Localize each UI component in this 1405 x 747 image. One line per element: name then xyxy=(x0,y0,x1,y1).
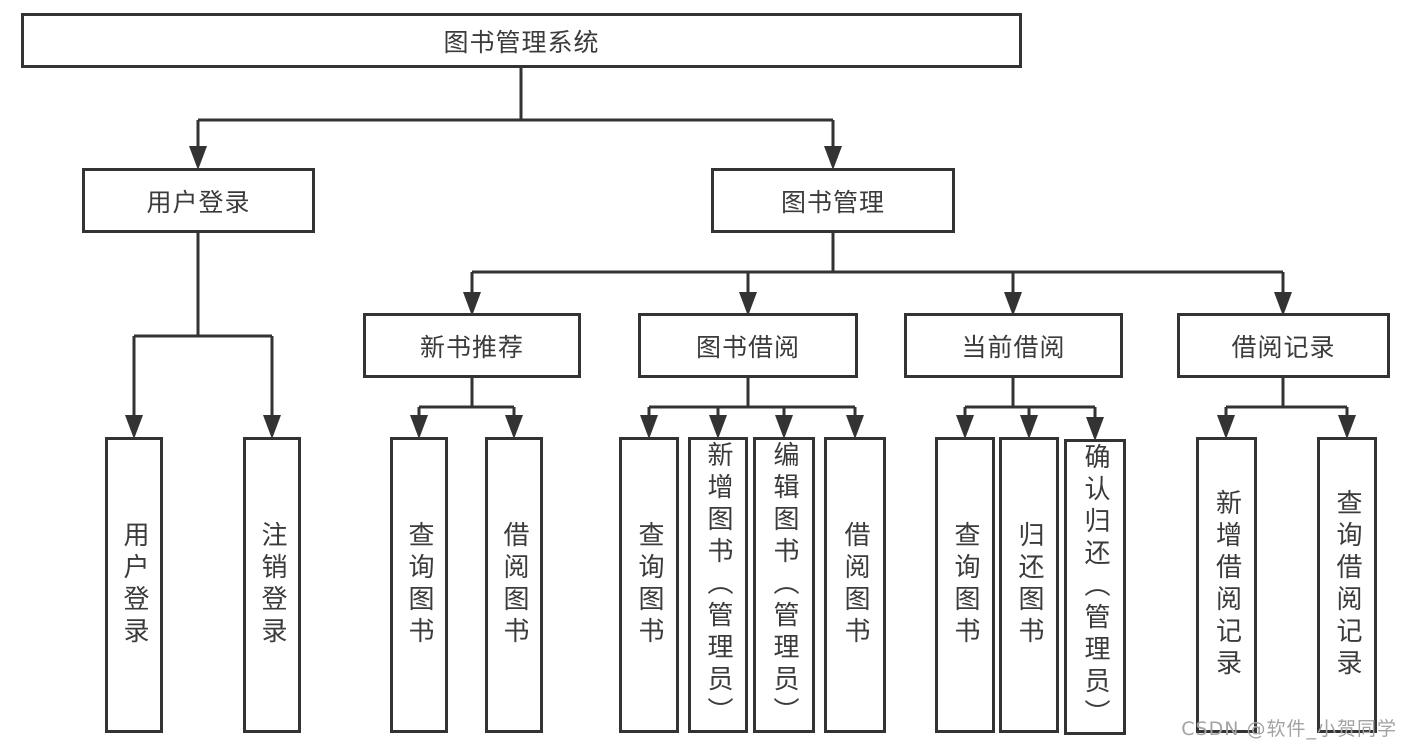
node-new-book-recommend-label: 新书推荐 xyxy=(419,332,524,362)
leaf-recommend-borrow-book: 借阅图书 xyxy=(485,437,543,733)
leaf-return-book-label: 归还图书 xyxy=(1014,521,1044,649)
leaf-edit-book-admin-label: 编辑图书（管理员） xyxy=(769,441,799,729)
csdn-watermark: CSDN @软件_小贺同学 xyxy=(1181,718,1397,740)
leaf-query-borrow-record-label: 查询借阅记录 xyxy=(1332,489,1362,681)
leaf-add-book-admin-label: 新增图书（管理员） xyxy=(703,441,733,729)
node-root: 图书管理系统 xyxy=(21,13,1022,68)
leaf-edit-book-admin: 编辑图书（管理员） xyxy=(753,437,815,733)
leaf-add-book-admin: 新增图书（管理员） xyxy=(688,437,748,733)
leaf-recommend-query-book: 查询图书 xyxy=(390,437,448,733)
node-new-book-recommend: 新书推荐 xyxy=(363,313,581,378)
leaf-recommend-query-book-label: 查询图书 xyxy=(404,521,434,649)
leaf-confirm-return-admin-label: 确认归还（管理员） xyxy=(1080,443,1110,731)
leaf-borrow-book-label: 借阅图书 xyxy=(840,521,870,649)
leaf-current-query-book-label: 查询图书 xyxy=(950,521,980,649)
node-user-login-label: 用户登录 xyxy=(146,187,251,217)
node-borrow-records: 借阅记录 xyxy=(1177,313,1390,378)
leaf-borrow-query-book: 查询图书 xyxy=(619,437,679,733)
leaf-add-borrow-record: 新增借阅记录 xyxy=(1196,437,1257,733)
leaf-current-query-book: 查询图书 xyxy=(935,437,995,733)
leaf-user-login-label: 用户登录 xyxy=(119,521,149,649)
node-current-borrow: 当前借阅 xyxy=(904,313,1123,378)
node-book-borrow: 图书借阅 xyxy=(638,313,858,378)
leaf-query-borrow-record: 查询借阅记录 xyxy=(1317,437,1377,733)
node-root-label: 图书管理系统 xyxy=(443,27,600,57)
leaf-add-borrow-record-label: 新增借阅记录 xyxy=(1211,489,1242,681)
leaf-borrow-book: 借阅图书 xyxy=(824,437,886,733)
leaf-borrow-query-book-label: 查询图书 xyxy=(634,521,664,649)
leaf-return-book: 归还图书 xyxy=(999,437,1059,733)
leaf-confirm-return-admin: 确认归还（管理员） xyxy=(1064,439,1126,735)
leaf-user-login: 用户登录 xyxy=(105,437,163,733)
node-borrow-records-label: 借阅记录 xyxy=(1231,332,1336,362)
node-book-borrow-label: 图书借阅 xyxy=(695,332,800,362)
node-book-management-label: 图书管理 xyxy=(780,187,885,217)
leaf-recommend-borrow-book-label: 借阅图书 xyxy=(499,521,529,649)
node-user-login: 用户登录 xyxy=(82,168,315,233)
leaf-logout-label: 注销登录 xyxy=(257,521,287,649)
leaf-logout: 注销登录 xyxy=(243,437,301,733)
node-book-management: 图书管理 xyxy=(711,168,955,233)
node-current-borrow-label: 当前借阅 xyxy=(961,332,1066,362)
